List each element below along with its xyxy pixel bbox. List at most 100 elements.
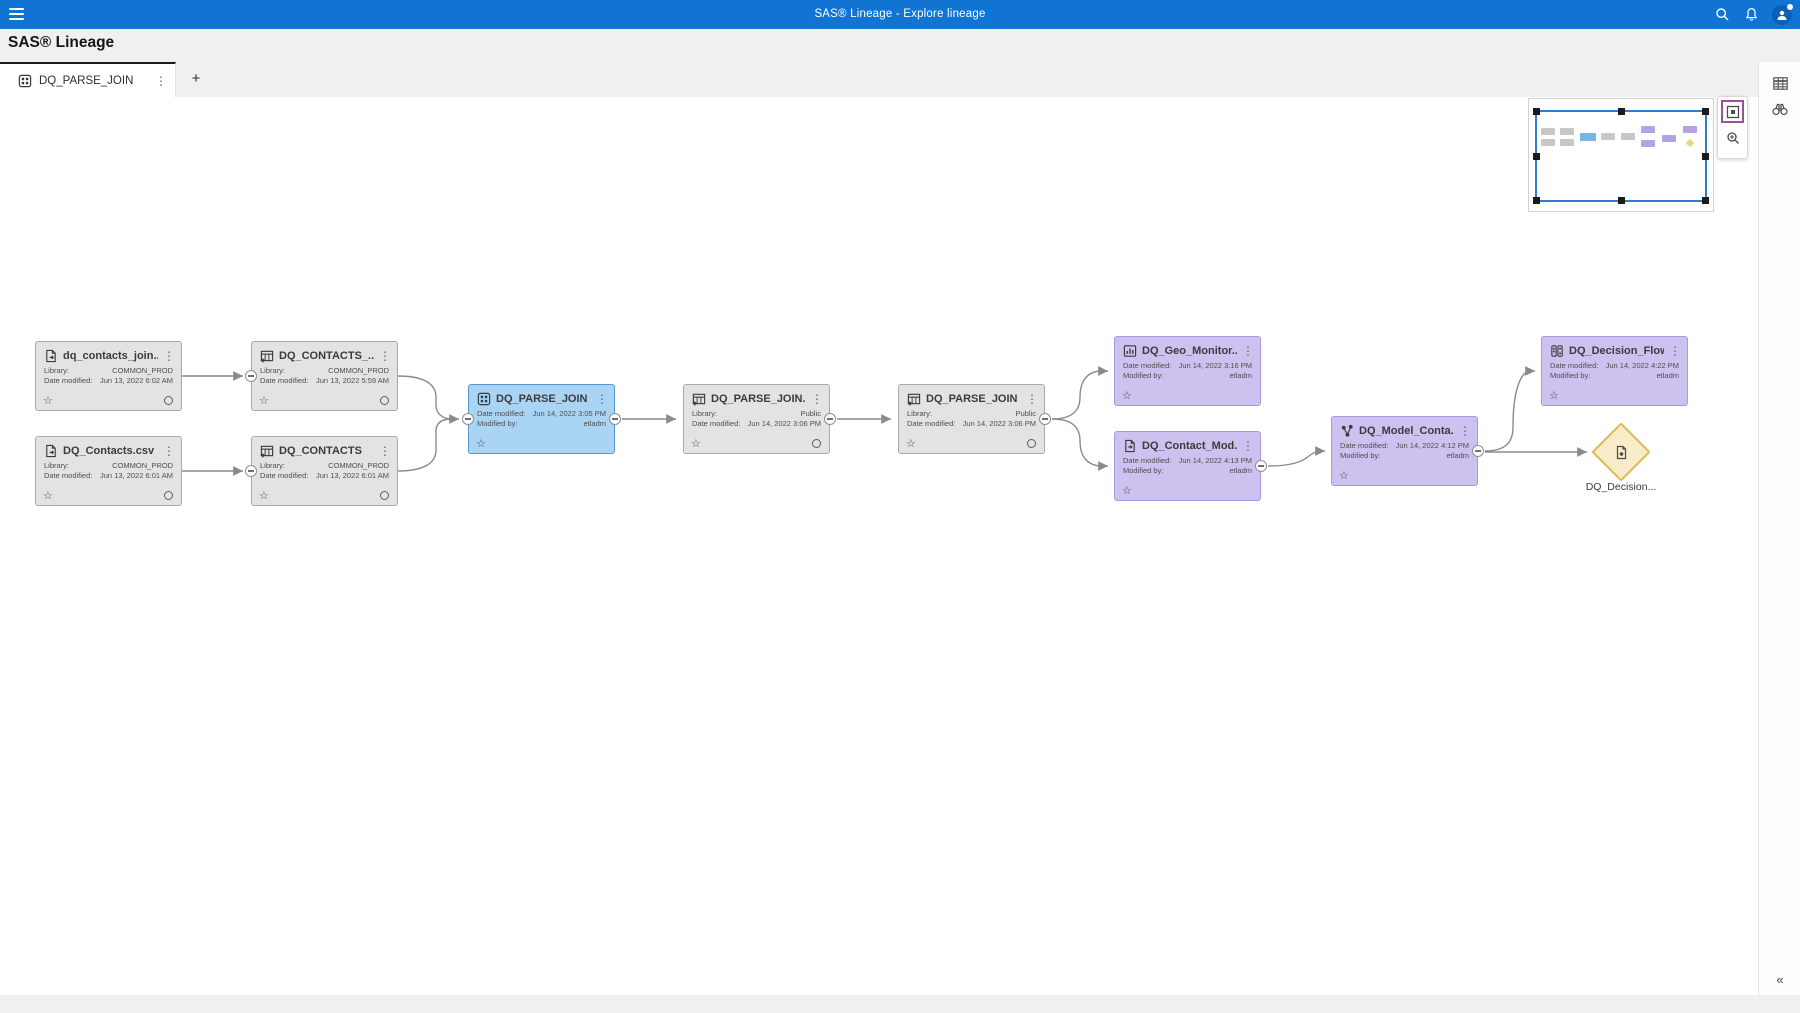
tab-menu-button[interactable]: ⋮ — [155, 73, 167, 88]
collapse-port[interactable] — [462, 413, 474, 425]
node-dq-decision-flow[interactable]: DQ_Decision_Flow ⋮ Date modified:Jun 14,… — [1541, 336, 1688, 406]
favorite-star-icon[interactable]: ☆ — [1122, 485, 1132, 497]
node-title: DQ_Geo_Monitor... — [1142, 345, 1237, 357]
node-dq-geo-monitor[interactable]: DQ_Geo_Monitor... ⋮ Date modified:Jun 14… — [1114, 336, 1261, 406]
node-title: DQ_PARSE_JOIN — [926, 393, 1018, 405]
collapse-port[interactable] — [1472, 445, 1484, 457]
field-value: Jun 13, 2022 6:01 AM — [316, 470, 389, 480]
notifications-bell-icon[interactable] — [1743, 7, 1759, 23]
minimap-handle[interactable] — [1618, 197, 1625, 204]
table-icon — [260, 444, 274, 458]
field-label: Library: — [692, 409, 718, 418]
node-title: DQ_Contacts.csv — [63, 445, 155, 457]
minimap-handle[interactable] — [1533, 197, 1540, 204]
minimap-viewport[interactable] — [1533, 108, 1709, 204]
field-value: Jun 14, 2022 3:05 PM — [532, 409, 606, 418]
node-menu-button[interactable]: ⋮ — [1669, 344, 1681, 358]
hamburger-menu-icon[interactable] — [9, 8, 25, 21]
favorite-star-icon[interactable]: ☆ — [1549, 390, 1559, 402]
node-dq-parse-join-right[interactable]: DQ_PARSE_JOIN ⋮ Library:Public Date modi… — [898, 384, 1045, 454]
field-value: Jun 13, 2022 6:01 AM — [100, 470, 173, 480]
page-title: SAS® Lineage — [8, 34, 115, 51]
node-title: dq_contacts_join.... — [63, 350, 158, 362]
data-table-icon[interactable] — [1759, 70, 1800, 96]
field-value: etladm — [1656, 370, 1679, 380]
favorite-star-icon[interactable]: ☆ — [43, 395, 53, 407]
tab-dq-parse-join[interactable]: DQ_PARSE_JOIN ⋮ — [0, 62, 176, 97]
node-menu-button[interactable]: ⋮ — [1242, 439, 1254, 453]
field-value: Jun 14, 2022 4:22 PM — [1605, 361, 1679, 370]
lineage-canvas[interactable]: dq_contacts_join.... ⋮ Library: COMMON_PR… — [0, 97, 1758, 995]
collapse-port[interactable] — [824, 413, 836, 425]
binoculars-search-icon[interactable] — [1759, 96, 1800, 122]
field-value: COMMON_PROD — [112, 461, 173, 470]
favorite-star-icon[interactable]: ☆ — [43, 490, 53, 502]
node-dq-contact-model[interactable]: DQ_Contact_Mod... ⋮ Date modified:Jun 14… — [1114, 431, 1261, 501]
node-title: DQ_PARSE_JOIN — [496, 393, 588, 405]
favorite-star-icon[interactable]: ☆ — [906, 438, 916, 450]
model-icon — [1123, 439, 1137, 453]
field-label: Library: — [260, 461, 286, 470]
favorite-star-icon[interactable]: ☆ — [1122, 390, 1132, 402]
node-menu-button[interactable]: ⋮ — [379, 444, 391, 458]
zoom-region-button[interactable] — [1721, 126, 1744, 149]
field-label: Date modified: — [1123, 456, 1172, 465]
right-toolbar: « — [1758, 62, 1800, 995]
node-dq-contacts[interactable]: DQ_CONTACTS ⋮ Library:COMMON_PROD Date m… — [251, 436, 398, 506]
node-menu-button[interactable]: ⋮ — [1459, 424, 1471, 438]
node-menu-button[interactable]: ⋮ — [163, 349, 175, 363]
search-icon[interactable] — [1714, 7, 1730, 23]
node-dq-parse-join-mid[interactable]: DQ_PARSE_JOIN.... ⋮ Library:Public Date … — [683, 384, 830, 454]
node-dq-parse-join-selected[interactable]: DQ_PARSE_JOIN ⋮ Date modified:Jun 14, 20… — [468, 384, 615, 454]
favorite-star-icon[interactable]: ☆ — [476, 438, 486, 450]
node-dq-contacts-csv[interactable]: DQ_Contacts.csv ⋮ Library:COMMON_PROD Da… — [35, 436, 182, 506]
favorite-star-icon[interactable]: ☆ — [691, 438, 701, 450]
node-menu-button[interactable]: ⋮ — [379, 349, 391, 363]
collapse-port[interactable] — [1039, 413, 1051, 425]
favorite-star-icon[interactable]: ☆ — [259, 395, 269, 407]
favorite-star-icon[interactable]: ☆ — [1339, 470, 1349, 482]
field-label: Library: — [44, 366, 70, 375]
field-value: Jun 14, 2022 4:13 PM — [1178, 456, 1252, 465]
minimap-toggle-button[interactable] — [1721, 100, 1744, 123]
field-value: Jun 14, 2022 4:12 PM — [1395, 441, 1469, 450]
field-value: COMMON_PROD — [328, 461, 389, 470]
field-label: Date modified: — [44, 375, 93, 385]
collapse-port[interactable] — [245, 465, 257, 477]
field-label: Library: — [260, 366, 286, 375]
node-dq-contacts-top[interactable]: DQ_CONTACTS_... ⋮ Library:COMMON_PROD Da… — [251, 341, 398, 411]
field-value: etladm — [1446, 450, 1469, 460]
node-title: DQ_Decision_Flow — [1569, 345, 1664, 357]
table-icon — [907, 392, 921, 406]
node-menu-button[interactable]: ⋮ — [1026, 392, 1038, 406]
node-dq-decision-diamond[interactable] — [1591, 422, 1651, 482]
field-value: Public — [800, 409, 821, 418]
minimap-handle[interactable] — [1533, 153, 1540, 160]
node-dq-model-container[interactable]: DQ_Model_Conta... ⋮ Date modified:Jun 14… — [1331, 416, 1478, 486]
field-label: Modified by: — [477, 418, 518, 428]
collapse-port[interactable] — [609, 413, 621, 425]
minimap-handle[interactable] — [1533, 108, 1540, 115]
collapse-panel-button[interactable]: « — [1776, 972, 1784, 987]
file-export-icon — [44, 349, 58, 363]
minimap-handle[interactable] — [1702, 153, 1709, 160]
minimap[interactable] — [1528, 98, 1714, 212]
collapse-port[interactable] — [245, 370, 257, 382]
node-menu-button[interactable]: ⋮ — [1242, 344, 1254, 358]
minimap-handle[interactable] — [1702, 197, 1709, 204]
field-label: Library: — [44, 461, 70, 470]
node-menu-button[interactable]: ⋮ — [163, 444, 175, 458]
table-icon — [260, 349, 274, 363]
node-menu-button[interactable]: ⋮ — [596, 392, 608, 406]
minimap-handle[interactable] — [1618, 108, 1625, 115]
minimap-handle[interactable] — [1702, 108, 1709, 115]
file-icon — [44, 444, 58, 458]
field-label: Date modified: — [260, 470, 309, 480]
node-dq-contacts-join[interactable]: dq_contacts_join.... ⋮ Library:COMMON_PR… — [35, 341, 182, 411]
status-circle-icon — [1027, 439, 1036, 448]
add-tab-button[interactable]: + — [191, 70, 201, 87]
favorite-star-icon[interactable]: ☆ — [259, 490, 269, 502]
collapse-port[interactable] — [1255, 460, 1267, 472]
node-menu-button[interactable]: ⋮ — [811, 392, 823, 406]
user-avatar[interactable] — [1772, 3, 1793, 25]
